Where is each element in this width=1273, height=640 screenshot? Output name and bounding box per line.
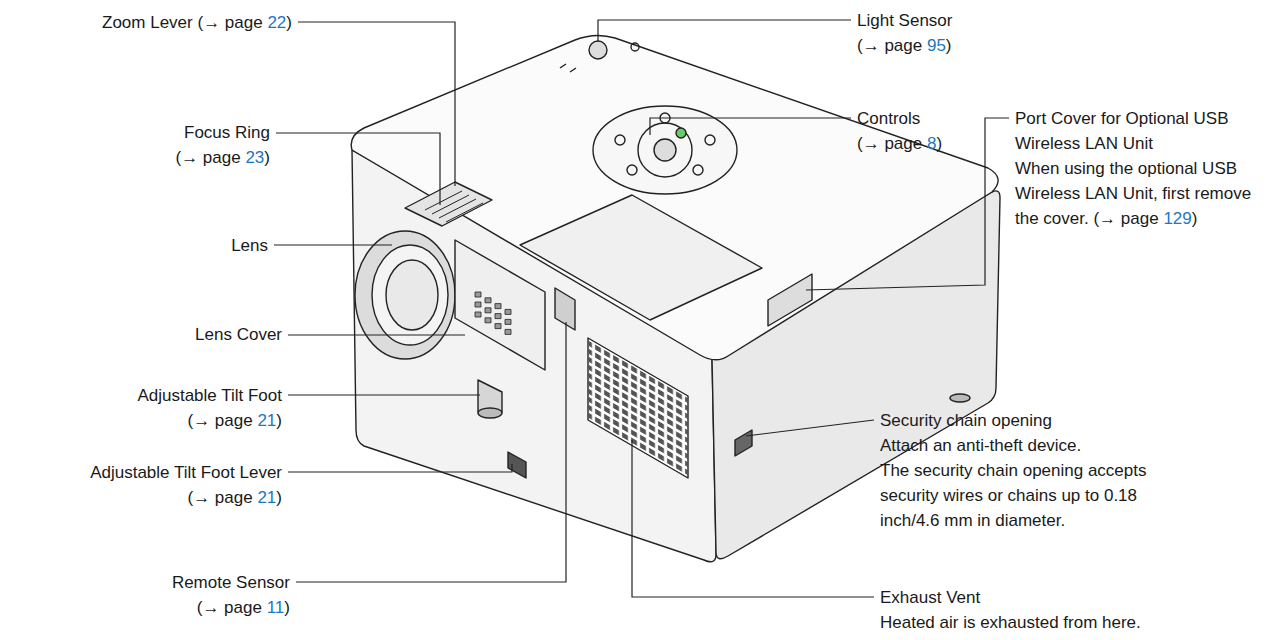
grille-hole [475, 292, 481, 297]
page-ref: (→ page 23) [175, 145, 270, 170]
grille-hole [485, 298, 491, 303]
top-face [351, 35, 998, 359]
page-ref: (→ page 22) [197, 13, 292, 32]
grille-hole [495, 304, 501, 309]
part-label: Lens [231, 233, 268, 258]
grille-hole [495, 324, 501, 329]
part-label: Lens Cover [195, 322, 282, 347]
grille-hole [505, 319, 511, 324]
page-ref-text: (→ page [1093, 209, 1163, 228]
grille-hole [475, 312, 481, 317]
page-ref-text: ) [276, 411, 282, 430]
remote-sensor [555, 288, 575, 330]
part-label: Adjustable Tilt Foot Lever (→ page 21) [90, 460, 282, 510]
zoom-focus [405, 182, 492, 226]
leader-lines [274, 20, 1009, 597]
label-text: Light Sensor [857, 11, 952, 30]
part-label: Security chain opening [880, 408, 1052, 433]
page-number: 22 [267, 13, 286, 32]
part-label: Zoom Lever (→ page 22) [102, 10, 292, 35]
part-label: Adjustable Tilt Foot (→ page 21) [137, 383, 282, 433]
grille-hole [475, 302, 481, 307]
page-number: 129 [1163, 209, 1191, 228]
page-ref-text: ) [936, 134, 942, 153]
part-label: Attach an anti-theft device. [880, 433, 1081, 458]
page-ref-text: (→ page [187, 411, 257, 430]
page-ref-text: ) [946, 36, 952, 55]
part-label: Controls (→ page 8) [857, 106, 942, 156]
page-ref-text: (→ page [197, 13, 267, 32]
page-number: 23 [245, 148, 264, 167]
part-label: Focus Ring (→ page 23) [175, 120, 270, 170]
label-text: Adjustable Tilt Foot Lever [90, 463, 282, 482]
part-label: Heated air is exhausted from here. [880, 610, 1141, 635]
page-ref: (→ page 95) [857, 33, 952, 58]
page-ref-text: ) [284, 598, 290, 617]
label-text: Zoom Lever [102, 13, 197, 32]
page-ref: (→ page 129) [1093, 209, 1197, 228]
page-ref-text: ) [276, 488, 282, 507]
port-cover [768, 274, 812, 326]
page-ref-text: ) [286, 13, 292, 32]
page-ref-text: (→ page [187, 488, 257, 507]
grille-hole [485, 308, 491, 313]
grille-hole [505, 309, 511, 314]
part-label: When using the optional USB Wireless LAN… [1015, 156, 1270, 231]
label-text: Focus Ring [184, 123, 270, 142]
part-label: Remote Sensor (→ page 11) [172, 570, 290, 620]
part-label: Light Sensor (→ page 95) [857, 8, 952, 58]
page-ref: (→ page 21) [90, 485, 282, 510]
lens [372, 245, 448, 345]
page-number: 21 [257, 411, 276, 430]
page-ref-text: ) [264, 148, 270, 167]
light-sensor [589, 41, 607, 59]
control-panel [593, 106, 737, 194]
page-number: 8 [927, 134, 936, 153]
lens-cover [455, 240, 545, 370]
label-text: Remote Sensor [172, 573, 290, 592]
page-number: 21 [257, 488, 276, 507]
grille-hole [495, 314, 501, 319]
page-ref: (→ page 21) [137, 408, 282, 433]
page-number: 95 [927, 36, 946, 55]
tilt-foot-lever [508, 452, 526, 478]
page-ref-text: (→ page [175, 148, 245, 167]
page-ref-text: (→ page [197, 598, 267, 617]
page-ref-text: (→ page [857, 36, 927, 55]
grille-hole [485, 318, 491, 323]
label-text: Adjustable Tilt Foot [137, 386, 282, 405]
page-ref-text: (→ page [857, 134, 927, 153]
part-label: Port Cover for Optional USB Wireless LAN… [1015, 106, 1265, 156]
label-text: Controls [857, 109, 920, 128]
page-ref-text: ) [1192, 209, 1198, 228]
security-opening [735, 430, 752, 456]
grille-hole [505, 329, 511, 334]
page-ref: (→ page 8) [857, 131, 942, 156]
part-label: Exhaust Vent [880, 585, 980, 610]
page-number: 11 [267, 598, 285, 617]
page-ref: (→ page 11) [172, 595, 290, 620]
part-label: The security chain opening accepts secur… [880, 458, 1170, 533]
lens-housing [355, 231, 455, 359]
